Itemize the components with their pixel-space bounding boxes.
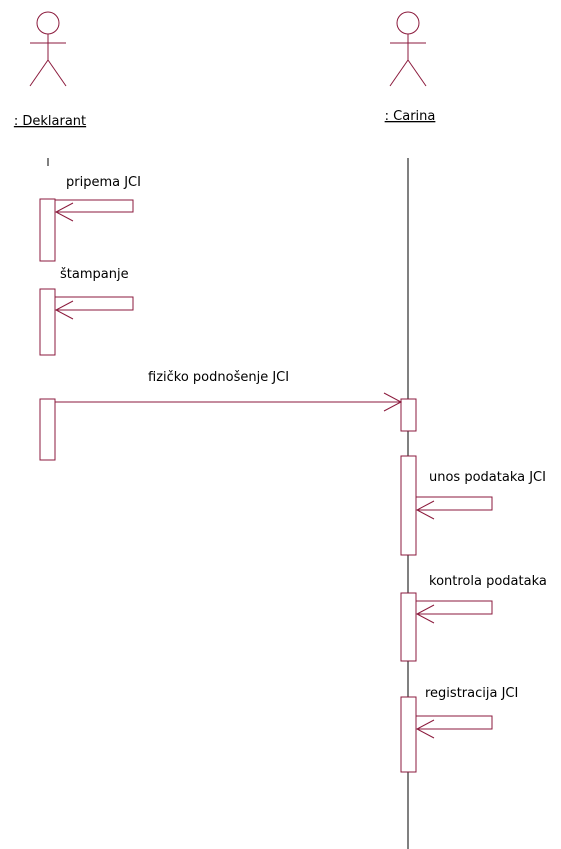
- activation-bar: [400, 398, 417, 432]
- arrowhead-icon: [415, 604, 435, 624]
- arrowhead-icon: [415, 719, 435, 739]
- message-label: unos podataka JCI: [429, 470, 546, 485]
- actor-carina: : Carina: [385, 11, 436, 124]
- activation-bar: [400, 455, 417, 556]
- arrowhead-icon: [415, 500, 435, 520]
- actor-name: : Carina: [385, 109, 436, 124]
- message-arrow: [416, 715, 493, 730]
- activation-bar: [400, 696, 417, 773]
- message-label: štampanje: [60, 267, 129, 282]
- arrowhead-icon: [383, 392, 403, 412]
- message-label: kontrola podataka: [429, 574, 547, 589]
- activation-bar: [39, 198, 56, 262]
- actor-deklarant: : Deklarant: [14, 11, 86, 129]
- message-label: fizičko podnošenje JCI: [148, 370, 289, 385]
- stick-figure-icon: [389, 11, 427, 87]
- activation-bar: [39, 398, 56, 461]
- message-self-stampanje: štampanje: [54, 267, 134, 320]
- message-self-unos: unos podataka JCI: [415, 470, 546, 520]
- arrowhead-icon: [54, 202, 74, 222]
- message-self-pripema: pripema JCI: [54, 175, 141, 222]
- activation-bar: [39, 288, 56, 356]
- message-arrow: [55, 296, 134, 311]
- message-arrow: [416, 600, 493, 615]
- message-fizicko-podnosenje: fizičko podnošenje JCI: [55, 370, 403, 412]
- message-self-kontrola: kontrola podataka: [415, 574, 547, 624]
- stick-figure-icon: [29, 11, 67, 87]
- actor-name: : Deklarant: [14, 114, 86, 129]
- message-self-registracija: registracija JCI: [415, 686, 518, 739]
- message-arrow: [416, 496, 493, 511]
- message-arrow: [55, 199, 134, 213]
- arrowhead-icon: [54, 300, 74, 320]
- activation-bar: [400, 592, 417, 662]
- message-label: pripema JCI: [66, 175, 141, 190]
- message-label: registracija JCI: [425, 686, 518, 701]
